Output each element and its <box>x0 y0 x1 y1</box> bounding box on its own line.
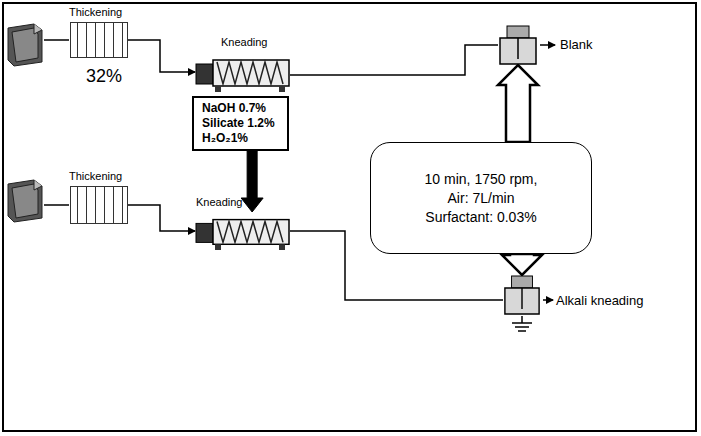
kneader-machine: Kneading <box>195 52 290 92</box>
node-text: H₂O₂1% <box>202 131 279 146</box>
output-arrow <box>540 44 555 46</box>
node-text: NaOH 0.7% <box>202 101 279 116</box>
paper-stack-icon <box>8 24 42 66</box>
node-text: 10 min, 1750 rpm, <box>425 170 538 189</box>
thickener-tank: Thickening <box>70 22 128 58</box>
flow-line <box>128 40 195 72</box>
feed-line <box>44 39 69 41</box>
condition-box: 10 min, 1750 rpm,Air: 7L/minSurfactant: … <box>370 142 592 254</box>
kneader-drawing <box>195 212 290 250</box>
node-label: Alkali kneading <box>556 293 643 308</box>
consistency-label: 32% <box>86 66 122 86</box>
flow-line <box>128 205 195 231</box>
flotation-cell-drawing <box>498 25 538 65</box>
node-label: Thickening <box>69 170 122 183</box>
thickener-tank: Thickening <box>70 186 128 224</box>
hollow-arrow <box>498 65 538 142</box>
hollow-arrow <box>502 254 542 275</box>
ground-symbol <box>512 316 532 331</box>
paper-stack-icon <box>8 180 42 222</box>
output-arrow <box>543 299 553 301</box>
feed-line <box>44 204 69 206</box>
node-label: Kneading <box>221 36 268 49</box>
flotation-cell: Blank <box>498 25 538 65</box>
node-text: Air: 7L/min <box>448 189 515 208</box>
node-text: Surfactant: 0.03% <box>425 208 536 227</box>
flotation-cell-drawing <box>503 275 541 315</box>
kneader-drawing <box>195 52 290 92</box>
flow-line <box>290 45 498 75</box>
node-label: Blank <box>560 37 593 52</box>
chemical-box: NaOH 0.7%Silicate 1.2%H₂O₂1% <box>192 96 289 151</box>
flotation-cell: Alkali kneading <box>503 275 541 315</box>
node-text: Silicate 1.2% <box>202 116 279 131</box>
node-label: Kneading <box>196 196 243 209</box>
kneader-machine: Kneading <box>195 212 290 250</box>
node-label: Thickening <box>69 6 122 19</box>
thick-arrow <box>241 151 263 212</box>
